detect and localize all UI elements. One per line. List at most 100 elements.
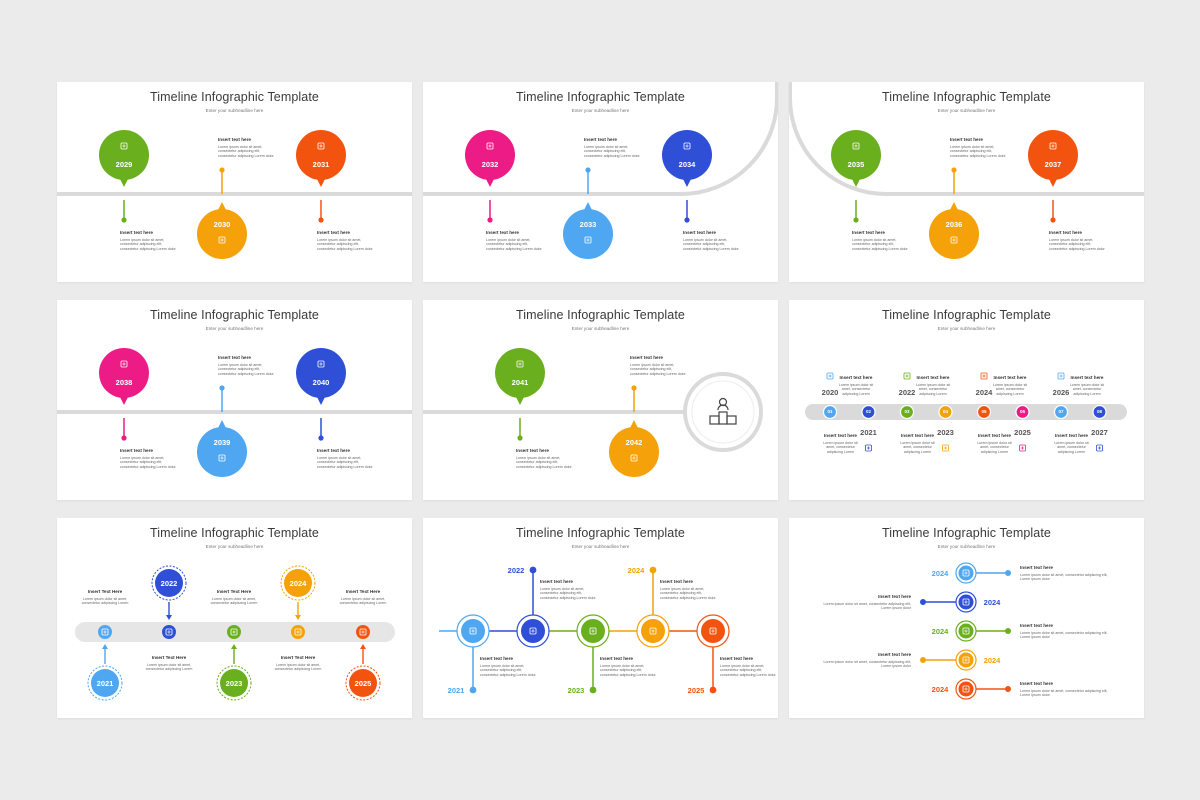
step-marker	[861, 404, 876, 420]
arrow-head	[295, 615, 301, 620]
text-heading: Insert text here	[1020, 623, 1053, 628]
step-icon	[942, 444, 949, 452]
step-icon	[359, 628, 367, 636]
year-circle	[155, 569, 183, 597]
year-balloon	[1028, 130, 1078, 187]
slide-title: Timeline Infographic Template	[516, 308, 685, 322]
balloon-circle	[929, 209, 979, 259]
icon-frame	[120, 360, 128, 368]
slide-subtitle: Enter your subheadline here	[205, 108, 264, 113]
text-heading: Insert text here	[516, 448, 549, 453]
year-label: 2025	[687, 686, 705, 695]
year-balloon	[197, 420, 247, 477]
text-body: Lorem ipsum dolor sit amet, consectetur …	[823, 440, 858, 454]
step-marker	[822, 404, 838, 420]
text-heading: Insert text here	[683, 230, 716, 235]
year-label: 2039	[213, 437, 231, 447]
slide-graphic	[920, 562, 1011, 700]
slide-graphic	[805, 372, 1127, 452]
text-heading: Insert text here	[120, 448, 153, 453]
stem-dot	[951, 167, 957, 173]
step-number: 06	[1019, 409, 1025, 414]
text-body: Lorem ipsum dolor sit amet, consectetur …	[480, 663, 536, 677]
icon-frame	[317, 360, 325, 368]
stem-dot	[649, 566, 657, 574]
icon-frame	[294, 628, 302, 636]
slide-subtitle: Enter your subheadline here	[571, 108, 630, 113]
item-icon	[962, 656, 970, 664]
icon-frame	[649, 627, 657, 635]
year-balloon	[99, 130, 149, 187]
step-marker	[1053, 404, 1069, 420]
text-heading: Insert text here	[878, 652, 911, 657]
podium-left	[709, 415, 720, 425]
growth-icon	[317, 360, 325, 368]
text-heading: Insert text here	[600, 656, 633, 661]
text-heading: Insert text here	[993, 375, 1027, 380]
year-label: 2035	[847, 159, 865, 169]
year-label: 2038	[115, 377, 133, 387]
step-number: 02	[865, 409, 871, 414]
item-icon	[962, 685, 970, 693]
step-number: 05	[981, 409, 987, 414]
icon-frame	[962, 569, 970, 577]
slide-subtitle: Enter your subheadline here	[937, 108, 996, 113]
year-ring	[87, 665, 123, 701]
slide-graphic	[423, 82, 778, 259]
year-balloon	[197, 202, 247, 259]
icon-frame	[1049, 142, 1057, 150]
step-icon	[230, 628, 238, 636]
icon-frame	[584, 236, 592, 244]
text-body: Lorem ipsum dolor sit amet, consectetur …	[660, 586, 716, 600]
slide-subtitle: Enter your subheadline here	[571, 326, 630, 331]
slide-graphic	[57, 348, 412, 477]
text-heading: Insert text here	[839, 375, 873, 380]
text-heading: Insert text here	[218, 137, 251, 142]
text-heading: Insert text here	[480, 656, 513, 661]
icon-frame	[230, 628, 238, 636]
icon-frame	[980, 372, 988, 380]
year-label: 2036	[945, 219, 963, 229]
icon-frame	[218, 454, 226, 462]
slide-title: Timeline Infographic Template	[516, 526, 685, 540]
text-body: Lorem ipsum dolor sit amet, consectetur …	[1020, 572, 1108, 582]
icon-frame	[516, 360, 524, 368]
year-balloon	[662, 130, 712, 187]
step-number: 08	[1096, 409, 1102, 414]
balloon-circle	[662, 130, 712, 180]
year-balloon	[495, 348, 545, 405]
stem-dot	[631, 385, 637, 391]
icon-frame	[120, 142, 128, 150]
stem-dot	[121, 435, 127, 441]
text-heading: Insert Text Here	[216, 589, 252, 594]
balloon-circle	[609, 427, 659, 477]
building-icon	[852, 142, 860, 150]
item-dot	[1005, 570, 1011, 576]
text-body: Lorem ipsum dolor sit amet, consectetur …	[1054, 440, 1089, 454]
year-label: 2037	[1044, 159, 1062, 169]
stem-dot	[684, 217, 690, 223]
text-body: Lorem ipsum dolor sit amet, consectetur …	[852, 237, 908, 251]
shield-icon	[120, 142, 128, 150]
year-label: 2025	[1014, 428, 1031, 437]
icon-frame	[709, 627, 717, 635]
stem-dot	[121, 217, 127, 223]
icon-frame	[165, 628, 173, 636]
item-dot	[920, 657, 926, 663]
year-label: 2025	[354, 678, 372, 688]
text-heading: Insert text here	[584, 137, 617, 142]
text-body: Lorem ipsum dolor sit amet, consectetur …	[1020, 630, 1108, 640]
